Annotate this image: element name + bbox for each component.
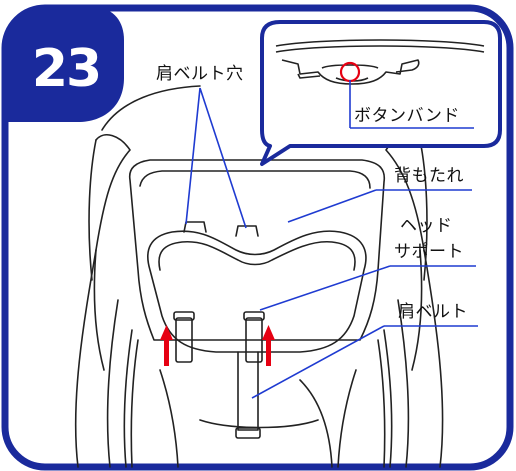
- red-up-arrow-right-head: [262, 325, 275, 340]
- label-shoulder-belt: 肩ベルト: [398, 302, 468, 322]
- red-up-arrow-left-head: [160, 325, 173, 340]
- callout-lines: [185, 80, 478, 399]
- label-headrest-line2: サポート: [394, 242, 464, 262]
- label-backrest: 背もたれ: [394, 166, 464, 186]
- label-headrest-line1: ヘッド: [400, 216, 453, 236]
- up-arrows: [160, 325, 275, 366]
- step-badge: [5, 8, 124, 122]
- step-number: 23: [31, 39, 102, 99]
- button-band-detail: [275, 39, 485, 85]
- red-up-arrow-left: [164, 338, 169, 366]
- label-button-band: ボタンバンド: [354, 106, 460, 126]
- label-shoulder-belt-holes: 肩ベルト穴: [156, 64, 244, 84]
- red-up-arrow-right: [266, 338, 271, 366]
